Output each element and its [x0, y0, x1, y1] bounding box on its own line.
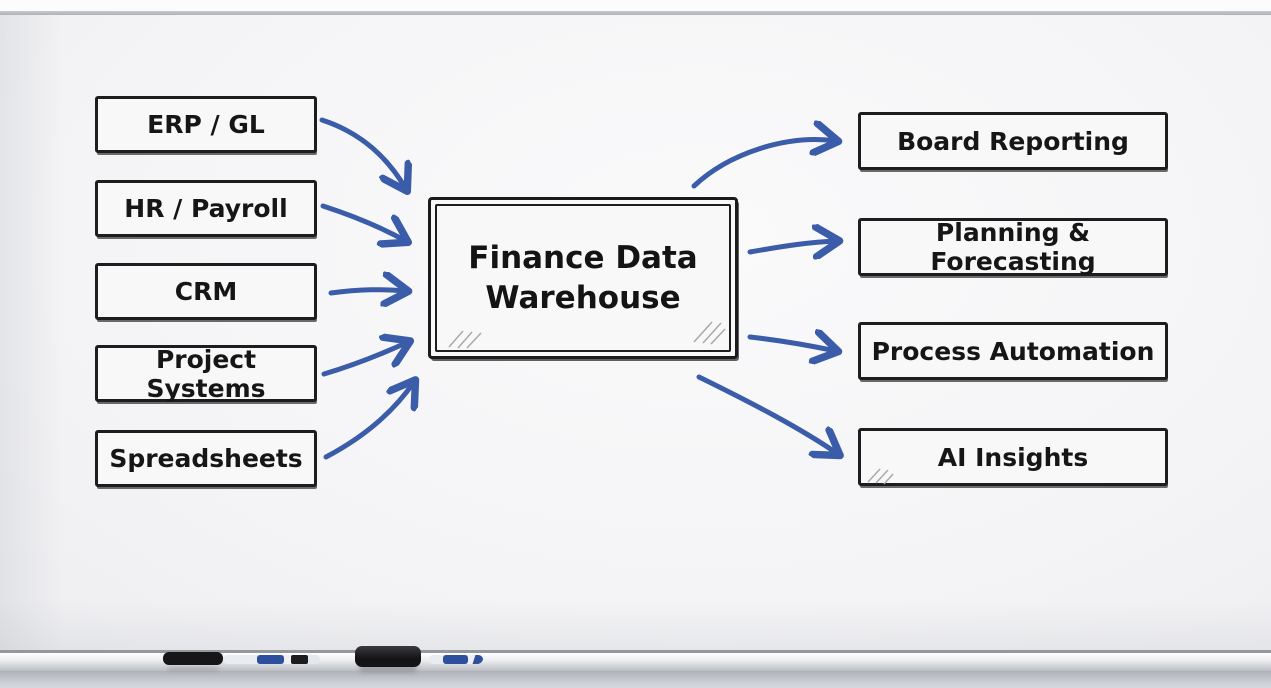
- output-label-planning-forecasting: Planning & Forecasting: [930, 218, 1096, 276]
- source-label-project-systems: Project Systems: [146, 344, 266, 403]
- whiteboard-bottom-edge: [0, 650, 1271, 653]
- source-box-project-systems: Project Systems: [95, 344, 317, 403]
- wall-bottom-shadow: [0, 671, 1271, 688]
- wall-top-strip: [0, 0, 1271, 11]
- black-eraser: [355, 646, 421, 667]
- source-label-hr-payroll: HR / Payroll: [124, 194, 288, 223]
- source-label-crm: CRM: [174, 277, 238, 306]
- marker-black-grip: [291, 655, 308, 664]
- marker-blue-band: [443, 655, 468, 664]
- output-label-ai-insights: AI Insights: [937, 442, 1089, 472]
- output-box-process-automation: Process Automation: [858, 322, 1168, 380]
- marker-blue-band: [257, 655, 284, 664]
- center-box-inner-border: Finance Data Warehouse: [435, 204, 731, 352]
- output-box-planning-forecasting: Planning & Forecasting: [858, 218, 1168, 276]
- marker-body-segment: [284, 655, 291, 664]
- source-label-spreadsheets: Spreadsheets: [109, 444, 303, 473]
- marker-body-segment: [223, 655, 257, 664]
- output-label-process-automation: Process Automation: [871, 336, 1155, 366]
- whiteboard-top-frame: [0, 11, 1271, 15]
- source-box-erp-gl: ERP / GL: [95, 96, 317, 153]
- output-box-board-reporting: Board Reporting: [858, 112, 1168, 170]
- white-marker-blue-tip: [429, 655, 483, 664]
- output-label-board-reporting: Board Reporting: [897, 126, 1129, 156]
- source-box-hr-payroll: HR / Payroll: [95, 180, 317, 237]
- marker-body-segment: [308, 655, 320, 664]
- output-box-ai-insights: AI Insights: [858, 428, 1168, 486]
- source-box-crm: CRM: [95, 263, 317, 320]
- black-marker-cap: [163, 652, 223, 665]
- source-box-spreadsheets: Spreadsheets: [95, 430, 317, 487]
- marker-body-segment: [429, 655, 443, 664]
- center-label-line2: Warehouse: [485, 280, 681, 316]
- source-label-erp-gl: ERP / GL: [147, 110, 265, 139]
- white-marker-blue-band: [223, 655, 320, 664]
- marker-body-segment: [468, 655, 474, 664]
- center-box-finance-data-warehouse: Finance Data Warehouse: [428, 197, 738, 359]
- center-label-line1: Finance Data: [468, 239, 698, 276]
- marker-blue-tip: [472, 655, 483, 664]
